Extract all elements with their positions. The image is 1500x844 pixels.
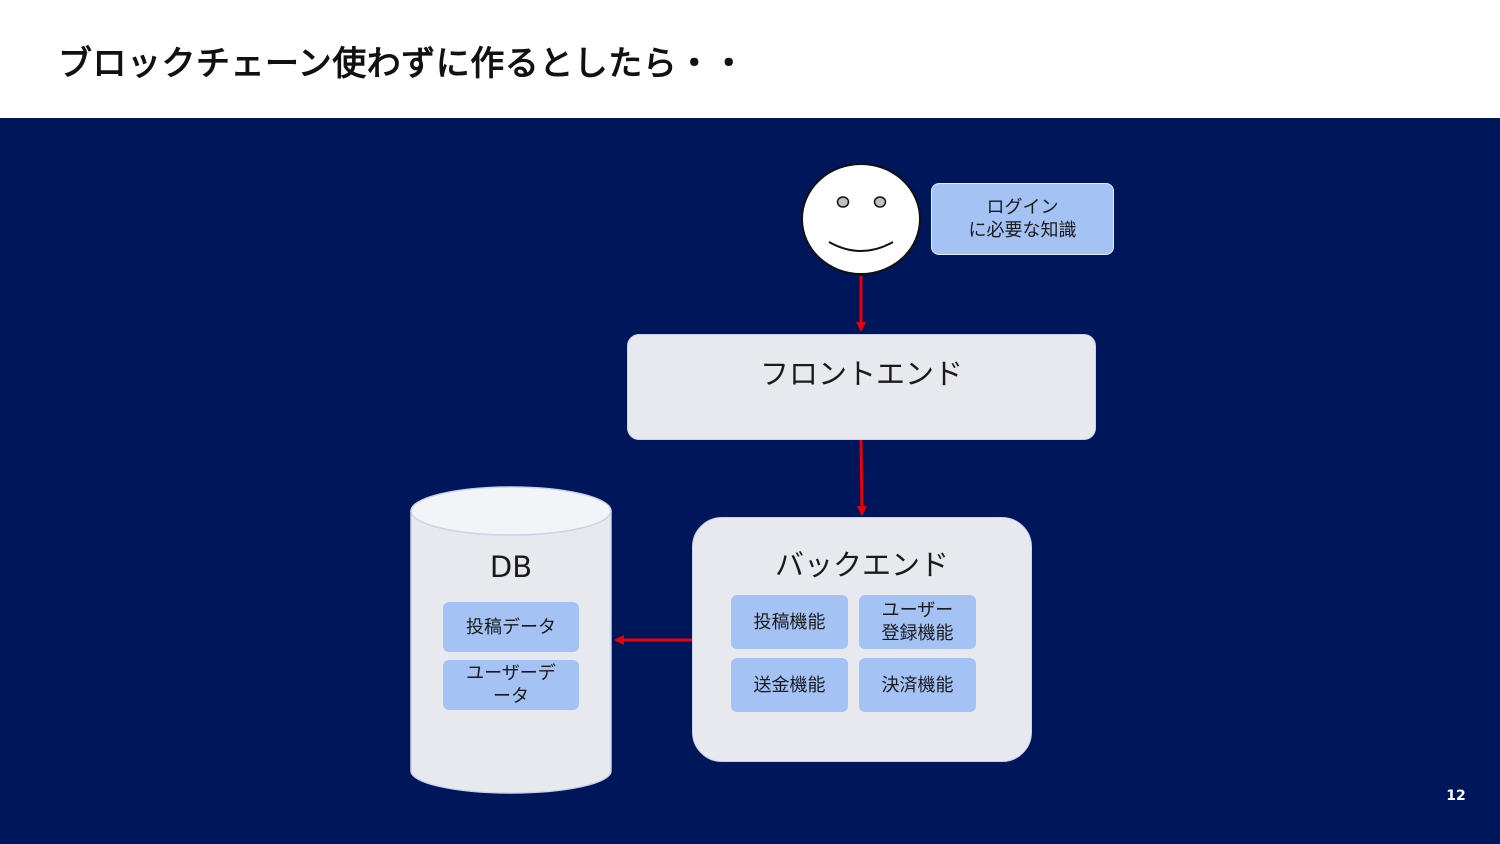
user-face-icon: [800, 162, 922, 277]
db-item-post-data: 投稿データ: [443, 602, 579, 652]
diagram-stage: ログイン に必要な知識 フロントエンド バックエンド 投稿機能 ユーザー 登録機…: [0, 118, 1500, 844]
backend-box: バックエンド 投稿機能 ユーザー 登録機能 送金機能 決済機能: [692, 517, 1032, 762]
arrow-frontend-to-backend: [856, 439, 867, 516]
db-item-label: ユーザーデ ータ: [466, 663, 556, 707]
login-knowledge-text: ログイン に必要な知識: [968, 197, 1077, 241]
login-knowledge-note: ログイン に必要な知識: [931, 183, 1114, 255]
backend-function-label: 送金機能: [753, 674, 826, 696]
db-item-user-data: ユーザーデ ータ: [443, 660, 579, 710]
db-item-label: 投稿データ: [466, 616, 556, 638]
backend-function-remittance: 送金機能: [731, 658, 848, 712]
backend-function-label: 投稿機能: [753, 611, 826, 633]
backend-function-label: 決済機能: [881, 674, 954, 696]
slide-header: ブロックチェーン使わずに作るとしたら・・: [0, 0, 1500, 118]
backend-function-label: ユーザー 登録機能: [881, 600, 954, 644]
frontend-box: フロントエンド: [627, 334, 1096, 440]
backend-function-post: 投稿機能: [731, 595, 848, 649]
database-label: DB: [489, 550, 533, 584]
database-cylinder-icon: [410, 486, 612, 794]
frontend-label: フロントエンド: [759, 357, 963, 391]
connector-arrows: [614, 276, 867, 645]
slide-title: ブロックチェーン使わずに作るとしたら・・: [58, 44, 747, 84]
backend-label: バックエンド: [774, 548, 949, 582]
backend-function-user-registration: ユーザー 登録機能: [859, 595, 976, 649]
backend-function-payment: 決済機能: [859, 658, 976, 712]
page-number: 12: [1446, 788, 1466, 804]
